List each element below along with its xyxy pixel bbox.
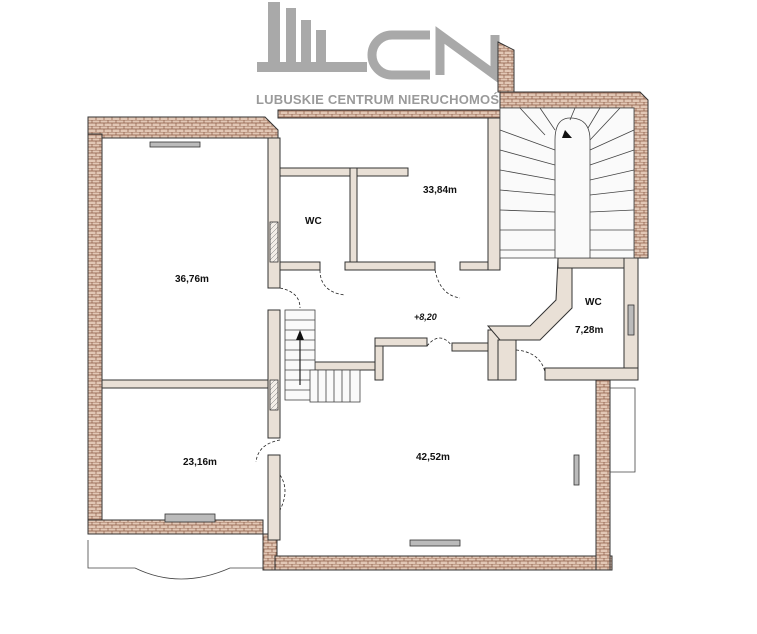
exterior-walls: [87, 41, 649, 571]
logo-company-name: LUBUSKIE CENTRUM NIERUCHOMOŚCI: [256, 92, 513, 107]
balcony-outline: [87, 540, 264, 580]
stairs-lower: [284, 309, 361, 403]
room-area-label: 42,52m: [416, 452, 450, 463]
company-logo: LUBUSKIE CENTRUM NIERUCHOMOŚCI: [256, 2, 513, 107]
stairs-upper: [499, 107, 635, 259]
radiators: [149, 141, 635, 547]
level-mark: +8,20: [414, 312, 437, 322]
right-terrace-outline: [610, 387, 636, 473]
logo-mark: [257, 2, 500, 84]
room-area-label: 7,28m: [575, 325, 603, 336]
doors: [255, 269, 546, 511]
room-area-label: 23,16m: [183, 457, 217, 468]
wc-label: WC: [585, 297, 602, 308]
wc-label: WC: [305, 216, 322, 227]
room-area-label: 36,76m: [175, 274, 209, 285]
room-area-label: 33,84m: [423, 185, 457, 196]
